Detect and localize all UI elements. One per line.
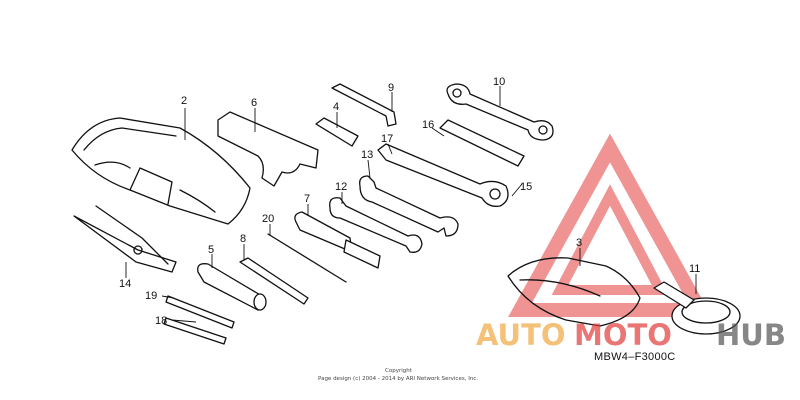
open-wrench-13 [359, 175, 459, 237]
watermark-text: AUTO MOTO HUB [476, 318, 786, 352]
part-label-8: 8 [240, 233, 246, 245]
part-label-17: 17 [381, 133, 393, 145]
socket-extension [294, 211, 381, 269]
copyright-line: Page design (c) 2004 - 2014 by ARI Netwo… [318, 376, 478, 382]
part-label-9: 9 [388, 82, 394, 94]
tool-18 [163, 317, 227, 345]
watermark-word-b: MOTO [574, 318, 672, 352]
ring-wrench [446, 83, 554, 141]
part-label-15: 15 [520, 181, 532, 193]
part-label-16: 16 [422, 119, 434, 131]
flat-bar [439, 119, 525, 167]
part-label-13: 13 [361, 149, 373, 161]
part-label-2: 2 [181, 95, 187, 107]
part-label-14: 14 [119, 278, 131, 290]
part-label-5: 5 [208, 244, 214, 256]
part-label-4: 4 [333, 101, 339, 113]
part-label-6: 6 [251, 97, 257, 109]
combination-wrench [377, 143, 509, 207]
part-label-12: 12 [335, 181, 347, 193]
tool-19 [165, 295, 235, 329]
part-label-7: 7 [304, 193, 310, 205]
pouch [507, 257, 641, 327]
part-label-18: 18 [155, 315, 167, 327]
watermark-word-a: AUTO [476, 318, 566, 352]
part-label-3: 3 [576, 237, 582, 249]
watermark-word-c: HUB [716, 318, 786, 352]
part-label-10: 10 [493, 76, 505, 88]
diagram-code: MBW4–F3000C [594, 351, 676, 363]
rod [267, 233, 347, 283]
screwdriver-handle [197, 263, 267, 311]
open-wrench-12 [329, 197, 423, 253]
copyright-heading: Copyright [385, 368, 413, 374]
small-bit [315, 117, 359, 147]
pliers [73, 205, 177, 273]
part-label-20: 20 [262, 213, 274, 225]
part-label-11: 11 [689, 263, 700, 275]
tire-gauge [653, 281, 741, 335]
flat-spanner [217, 111, 319, 187]
screwdriver-bit [239, 257, 309, 305]
tool-bag [71, 117, 251, 225]
part-label-19: 19 [145, 290, 157, 302]
hex-key [331, 83, 397, 127]
watermark-logo [508, 133, 712, 317]
